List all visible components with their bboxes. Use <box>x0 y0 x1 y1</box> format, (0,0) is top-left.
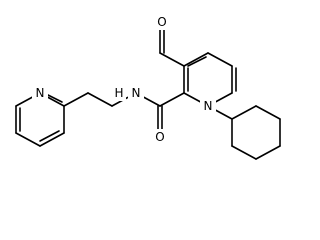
amide-hydrogen-label: H <box>114 86 123 100</box>
bond-c3-c2 <box>159 52 185 67</box>
bond-c5-c6 <box>207 52 233 67</box>
pyridine-nitrogen: N <box>32 85 48 101</box>
pyridine-nitrogen-label: N <box>36 86 45 100</box>
bond-c24-c25 <box>255 145 281 160</box>
ketone-oxygen: O <box>155 14 169 30</box>
bond-c21-c22 <box>231 105 257 120</box>
amide-nitrogen: N H <box>112 85 144 101</box>
bond-c19-c20 <box>39 132 65 147</box>
bond-c19-c20-inner <box>39 130 60 142</box>
ketone-oxygen-label: O <box>157 15 166 29</box>
bond-c9-c10 <box>159 92 185 107</box>
bond-c25-c26 <box>231 145 257 160</box>
bonds <box>15 25 281 160</box>
bond-c22-c23 <box>255 105 281 120</box>
amide-oxygen-label: O <box>155 130 164 144</box>
bond-c4-c5-inner <box>187 56 207 67</box>
molecule-structure: O O N H N N <box>15 14 281 160</box>
ring-nitrogen: N <box>200 98 216 114</box>
bond-c4-c5 <box>183 52 209 67</box>
bond-c13-c14 <box>87 92 113 107</box>
bond-c14-c15 <box>63 92 89 107</box>
atom-labels: O O N H N N <box>32 14 216 145</box>
amide-oxygen: O <box>153 129 167 145</box>
amide-nitrogen-label: N <box>132 86 141 100</box>
bond-c18-c19 <box>15 132 41 147</box>
ring-nitrogen-label: N <box>204 99 213 113</box>
